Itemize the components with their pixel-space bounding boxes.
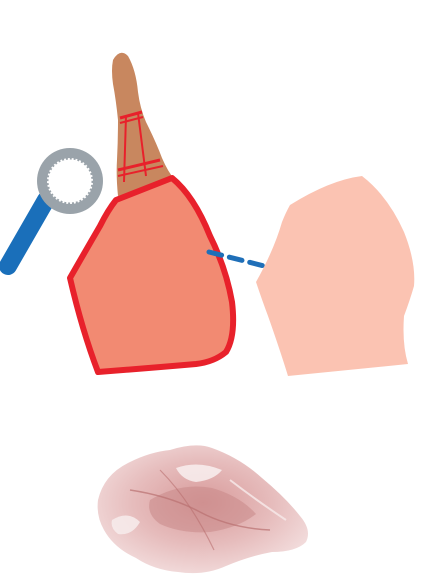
ham-shank <box>112 53 175 196</box>
raw-meat-photo <box>98 445 308 573</box>
extracted-cut-region <box>256 176 414 376</box>
magnifier-lens <box>47 158 93 204</box>
selected-cut-region <box>70 178 233 372</box>
magnifier-handle <box>8 200 46 266</box>
